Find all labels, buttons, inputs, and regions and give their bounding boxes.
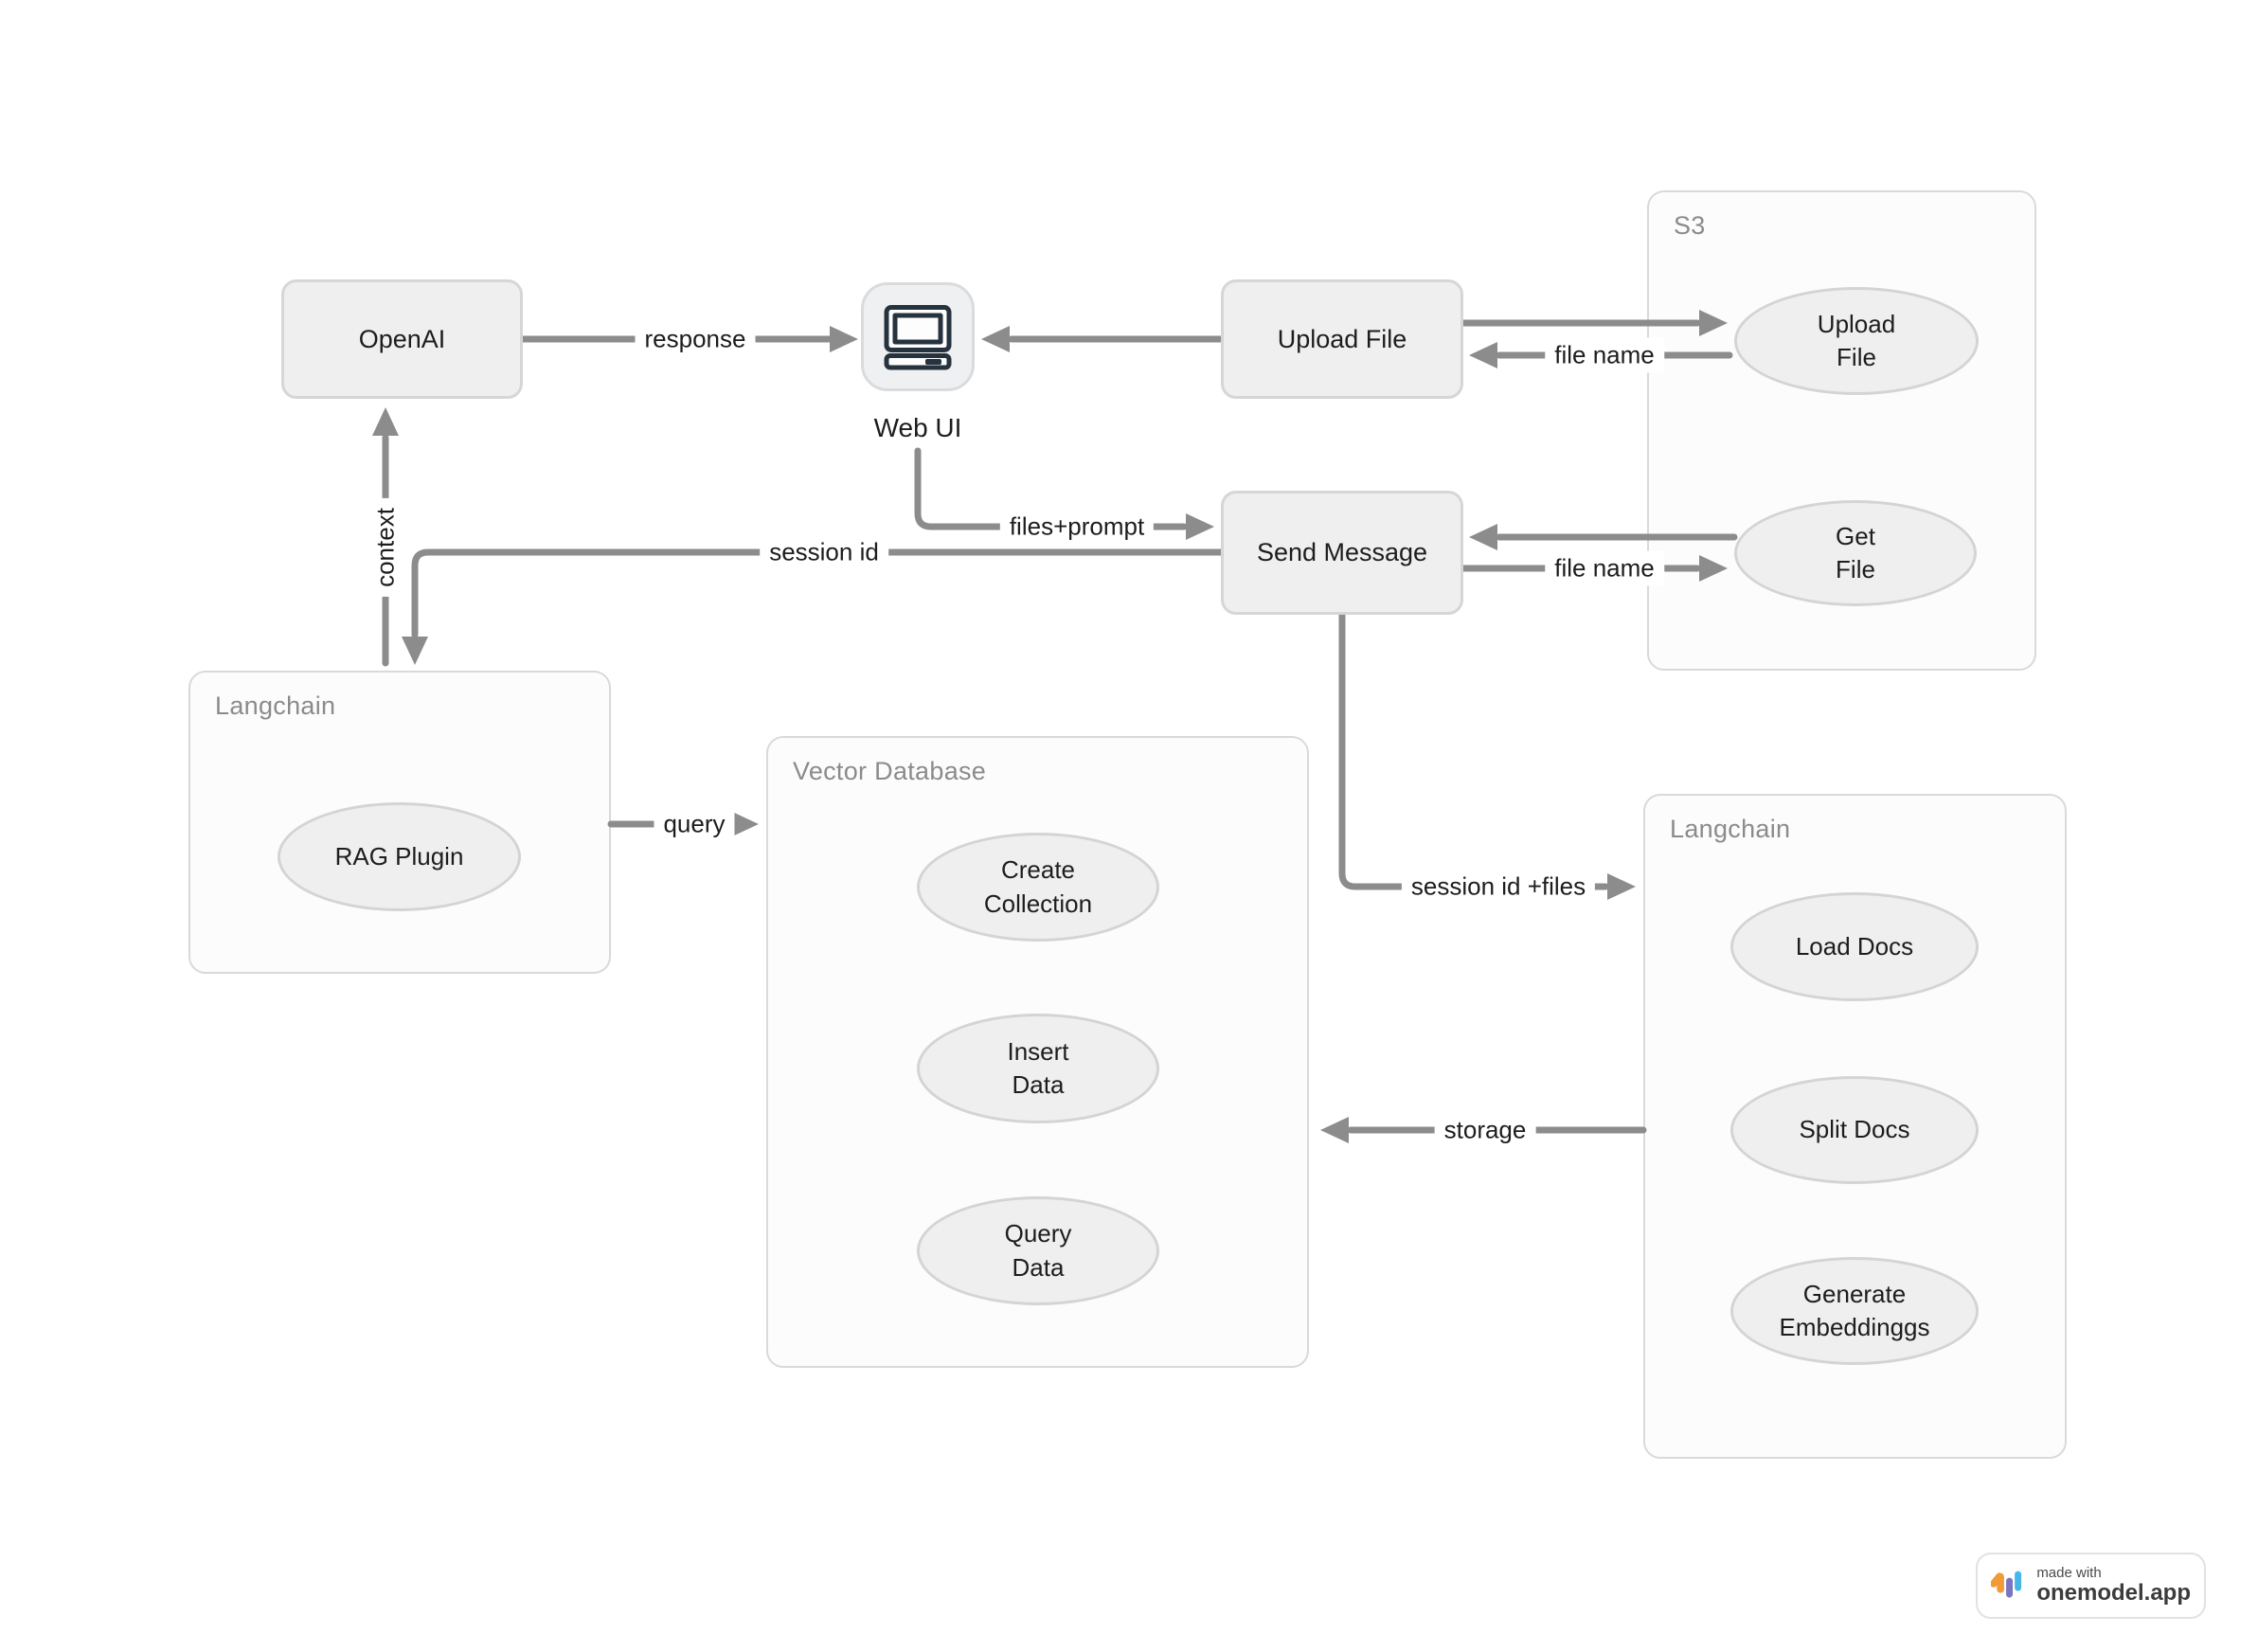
node-insert-data-label-line1: Insert [1007, 1036, 1069, 1066]
edge-label-context: context [367, 498, 403, 597]
node-upload-file-label: Upload File [1277, 324, 1407, 353]
node-openai[interactable]: OpenAI [281, 279, 523, 399]
node-web-ui-label: Web UI [873, 413, 962, 442]
node-query-data-label-line1: Query [1004, 1219, 1072, 1248]
edge-response-arrowhead [830, 326, 858, 352]
container-vector-database[interactable]: Vector Database Create Collection Insert… [766, 736, 1309, 1368]
edge-files-prompt-line [914, 447, 1188, 530]
container-langchain-left[interactable]: Langchain RAG Plugin [188, 671, 611, 974]
node-generate-embeddings[interactable]: Generate Embeddinggs [1730, 1257, 1979, 1365]
node-upload-file[interactable]: Upload File [1221, 279, 1463, 399]
node-s3-get-file-label-line1: Get [1836, 521, 1875, 550]
node-s3-upload-file-label-line2: File [1837, 343, 1876, 371]
edge-label-query: query [654, 806, 735, 842]
edge-session-id-line [411, 548, 1225, 638]
badge-text: made with onemodel.app [2036, 1564, 2191, 1607]
node-s3-upload-file[interactable]: Upload File [1734, 287, 1979, 395]
onemodel-badge[interactable]: made with onemodel.app [1976, 1553, 2206, 1619]
edge-session-id-files-arrowhead [1607, 873, 1636, 900]
node-s3-get-file[interactable]: Get File [1734, 500, 1977, 606]
node-insert-data[interactable]: Insert Data [917, 1014, 1159, 1123]
node-load-docs[interactable]: Load Docs [1730, 892, 1979, 1001]
badge-made-with: made with [2036, 1564, 2102, 1581]
container-langchain-right-label: Langchain [1670, 815, 1791, 843]
edge-label-file-name-top: file name [1545, 337, 1664, 373]
node-split-docs-label: Split Docs [1799, 1115, 1910, 1144]
edge-query-arrowhead [730, 811, 759, 837]
node-load-docs-label: Load Docs [1795, 931, 1914, 961]
node-insert-data-label-line2: Data [1012, 1070, 1065, 1099]
node-query-data-label-line2: Data [1012, 1252, 1065, 1282]
node-web-ui[interactable] [861, 282, 975, 391]
edge-files-prompt-arrowhead [1186, 513, 1214, 540]
node-create-collection[interactable]: Create Collection [917, 833, 1159, 942]
container-s3[interactable]: S3 Upload File Get File [1647, 190, 2036, 671]
node-create-collection-label-line1: Create [1000, 855, 1076, 885]
edge-session-id-arrowhead [402, 637, 428, 665]
edge-upload-to-s3-arrowhead [1699, 310, 1728, 336]
edge-label-response: response [635, 321, 756, 357]
node-query-data[interactable]: Query Data [917, 1196, 1159, 1305]
node-s3-get-file-label-line2: File [1836, 555, 1875, 584]
badge-brand: onemodel.app [2036, 1580, 2191, 1607]
node-send-message[interactable]: Send Message [1221, 491, 1463, 615]
edge-session-id-files-line [1338, 611, 1609, 890]
node-generate-embeddings-label-line1: Generate [1802, 1279, 1907, 1308]
edge-s3-filename-arrowhead [1469, 342, 1497, 368]
container-vector-database-label: Vector Database [793, 757, 987, 785]
edge-label-session-id-files: session id +files [1401, 869, 1596, 905]
computer-icon [884, 304, 952, 369]
node-s3-upload-file-label-line1: Upload [1817, 309, 1896, 338]
edge-sendmessage-filename-arrowhead [1699, 555, 1728, 582]
container-s3-label: S3 [1674, 211, 1706, 240]
node-send-message-label: Send Message [1256, 538, 1428, 566]
edge-getfile-to-sendmessage-arrowhead [1469, 524, 1497, 550]
container-langchain-left-label: Langchain [215, 691, 336, 720]
node-generate-embeddings-label-line2: Embeddinggs [1779, 1313, 1930, 1341]
edge-label-session-id: session id [760, 534, 888, 570]
node-create-collection-label-line2: Collection [983, 889, 1093, 918]
edge-storage-arrowhead [1320, 1117, 1349, 1143]
container-langchain-right[interactable]: Langchain Load Docs Split Docs Generate … [1643, 794, 2067, 1459]
node-rag-plugin-label: RAG Plugin [334, 841, 464, 871]
edge-label-file-name-bottom: file name [1545, 550, 1664, 586]
edge-uploadfile-to-webui-arrowhead [981, 326, 1010, 352]
onemodel-logo-icon [1991, 1571, 2022, 1598]
edge-label-files-prompt: files+prompt [999, 509, 1155, 545]
node-openai-label: OpenAI [358, 324, 446, 353]
edge-context-arrowhead [372, 407, 399, 436]
edge-label-storage: storage [1434, 1112, 1536, 1148]
node-split-docs[interactable]: Split Docs [1730, 1076, 1979, 1184]
node-rag-plugin[interactable]: RAG Plugin [278, 802, 521, 911]
